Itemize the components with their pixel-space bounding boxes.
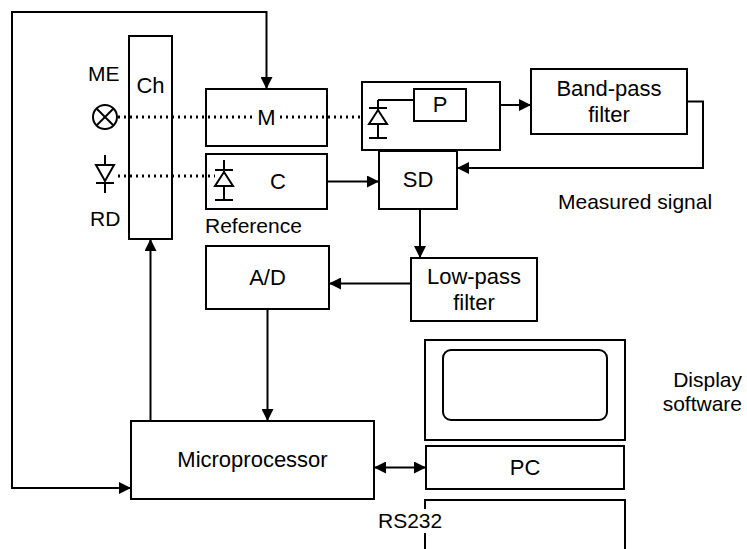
node-label: PC xyxy=(508,455,543,480)
node-label: P xyxy=(431,92,450,117)
node-label: Low-pass filter xyxy=(412,264,536,315)
interface-label: RS232 xyxy=(378,509,442,533)
node-label: C xyxy=(268,169,288,194)
modulator-box: M xyxy=(205,88,328,147)
diode-symbol xyxy=(96,155,114,193)
node-label: M xyxy=(255,105,277,130)
signal-arrow xyxy=(12,12,267,488)
part-label: RD xyxy=(90,207,120,231)
node-label: Band-pass filter xyxy=(532,76,686,127)
signal-arrow xyxy=(500,104,530,106)
photodiode-symbol xyxy=(369,100,414,138)
reference-box: C xyxy=(205,153,328,210)
photodiode-symbol xyxy=(215,160,233,200)
signal-arrow xyxy=(330,283,410,285)
node-label: A/D xyxy=(247,265,288,290)
preamp-box: P xyxy=(413,88,467,122)
signal-label: Reference xyxy=(205,214,302,238)
processor-box: Microprocessor xyxy=(130,420,375,500)
filter-box: Band-pass filter xyxy=(530,68,688,135)
lamp-symbol xyxy=(93,105,117,129)
computer-base xyxy=(425,500,625,549)
signal-arrow xyxy=(419,210,421,257)
signal-arrow xyxy=(150,240,152,420)
signal-arrow xyxy=(375,467,425,469)
channel-selector: Ch xyxy=(128,35,173,240)
filter-box: Low-pass filter xyxy=(410,257,538,322)
signal-arrow xyxy=(267,310,269,420)
node-label: Microprocessor xyxy=(175,447,329,472)
node-label: SD xyxy=(401,167,436,192)
computer-box: PC xyxy=(425,445,625,490)
detector-housing xyxy=(362,82,500,150)
note-label: Display software xyxy=(644,368,742,416)
part-label: ME xyxy=(88,62,120,86)
sync-detector-box: SD xyxy=(378,150,458,210)
signal-label: Measured signal xyxy=(558,190,712,214)
converter-box: A/D xyxy=(205,245,330,310)
optical-path xyxy=(118,175,215,178)
monitor xyxy=(425,340,625,549)
optical-path xyxy=(118,116,362,119)
signal-arrow xyxy=(328,181,378,183)
node-label: Ch xyxy=(134,73,166,98)
